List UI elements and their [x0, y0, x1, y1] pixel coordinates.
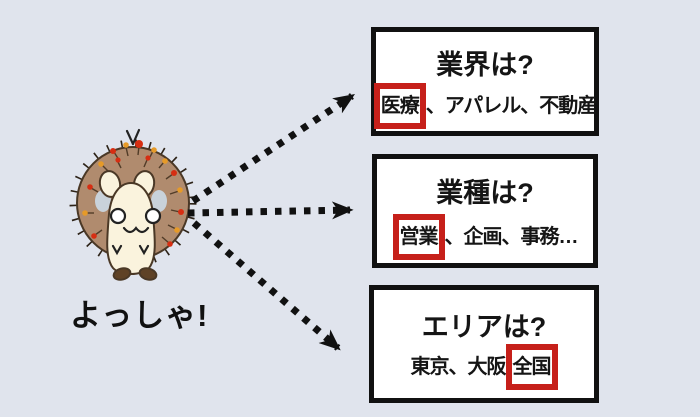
items-after-highlight: 、アパレル、不動産: [425, 94, 598, 117]
highlighted-term: 営業: [399, 226, 439, 248]
mouth: [122, 226, 150, 234]
area-box-title: エリアは?: [421, 312, 547, 342]
items-before-highlight: 東京、大阪: [410, 355, 507, 378]
jobtype-box-items: 営業、企画、事務…: [379, 214, 591, 260]
industry-box: 業界は? 医療、アパレル、不動産: [371, 27, 599, 136]
arrow-to-area-box: [191, 220, 341, 351]
ear-shadow-right: [151, 190, 167, 212]
hedgehog-icon: [69, 128, 197, 281]
jobtype-box-title: 業種は?: [436, 178, 534, 208]
eye-right: [144, 207, 162, 225]
highlighted-term: 全国: [512, 356, 552, 378]
hedgehog-illustration: [58, 126, 210, 286]
eye-left: [109, 207, 127, 225]
speech-text: よっしゃ!: [70, 298, 209, 333]
arrow-to-industry-box: [191, 93, 356, 204]
highlighted-term: 医療: [380, 95, 420, 117]
highlight-frame: 全国: [505, 344, 558, 390]
arrow-to-jobtype-box: [187, 201, 354, 220]
items-after-highlight: 、企画、事務…: [444, 225, 579, 248]
industry-box-title: 業界は?: [436, 50, 534, 80]
highlight-frame: 営業: [392, 214, 445, 260]
industry-box-items: 医療、アパレル、不動産: [373, 83, 597, 129]
area-box: エリアは? 東京、大阪全国: [369, 285, 599, 403]
area-box-items: 東京、大阪全国: [376, 344, 592, 390]
highlight-frame: 医療: [373, 83, 426, 129]
jobtype-box: 業種は? 営業、企画、事務…: [372, 154, 598, 268]
